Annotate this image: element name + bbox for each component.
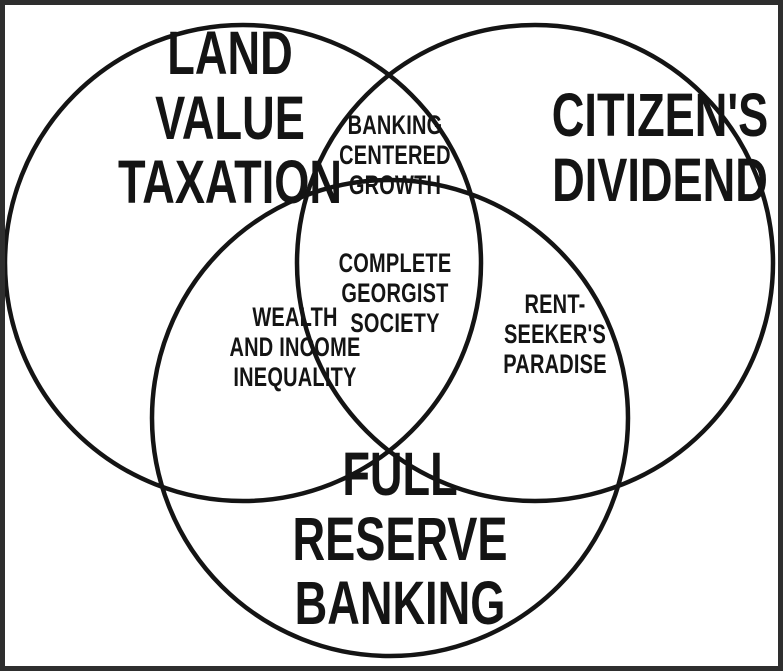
venn-diagram: LAND VALUE TAXATION CITIZEN'S DIVIDEND F… bbox=[5, 5, 778, 666]
circle-full-reserve-banking bbox=[149, 177, 631, 659]
circle-land-value-taxation bbox=[5, 22, 484, 504]
circle-citizens-dividend bbox=[294, 22, 776, 504]
venn-circles-svg bbox=[5, 22, 776, 659]
